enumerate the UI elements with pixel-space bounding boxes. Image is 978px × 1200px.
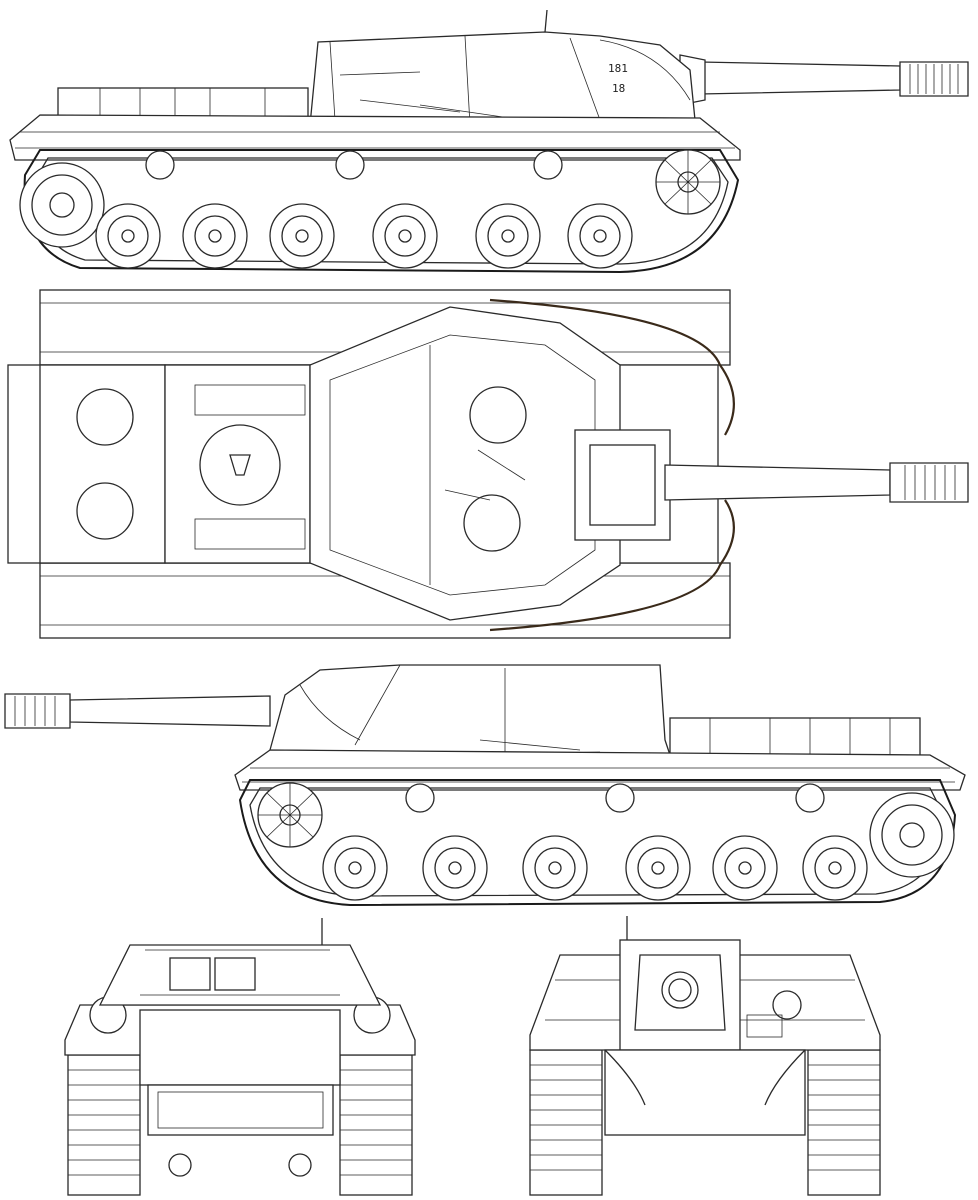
hull-marking-top: 181 [608,62,628,75]
return-rollers [405,783,825,813]
front-view [64,918,416,1196]
gun-mantlet-top [574,429,671,541]
engine-deck-top [39,364,311,564]
casemate-roof [309,306,621,621]
gun-barrel-top [664,462,969,503]
top-view [7,289,969,639]
hull [9,114,741,161]
idler-wheel [257,782,323,848]
tracks-rear [529,1049,881,1196]
casemate [309,9,696,129]
gun-mantlet-front [619,916,802,1051]
hull [234,749,966,791]
tow-cable [489,298,735,632]
drive-sprocket [19,162,105,248]
right-side-view [4,664,966,907]
drive-sprocket [869,792,955,878]
lower-hull-rear [604,1049,806,1136]
road-wheels [95,203,633,269]
return-rollers [145,150,563,180]
hull-marking-bottom: 18 [612,82,625,95]
casemate-front [98,918,382,1006]
gun-barrel [4,693,271,729]
rear-view [529,916,881,1196]
gun-barrel [679,54,969,106]
idler-wheel [655,149,721,215]
left-side-view: 181 18 [9,9,969,274]
casemate [269,664,671,756]
engine-deck [669,717,921,759]
road-wheels [322,835,868,901]
lower-hull-front [139,1009,341,1177]
